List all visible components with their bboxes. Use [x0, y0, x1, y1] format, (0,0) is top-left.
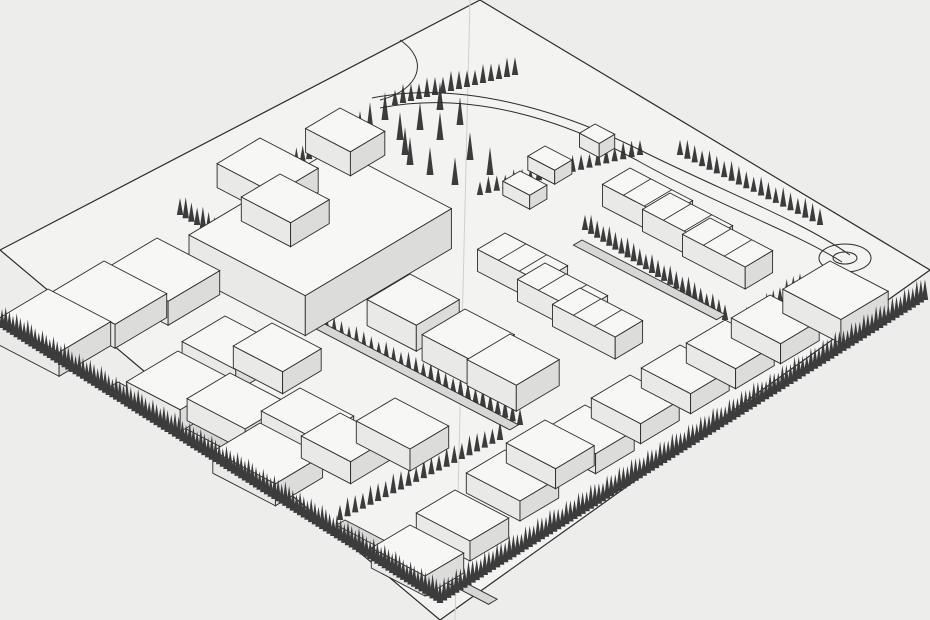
tree-row-south-parking	[336, 420, 504, 520]
tree-row-perimeter-south-east	[436, 279, 929, 603]
access-road-edge-2	[379, 102, 843, 263]
access-road-edge-1	[371, 92, 851, 256]
warehouse-central-2	[232, 322, 323, 395]
warehouse-south-4	[355, 397, 450, 472]
unit-block-4-bays	[623, 178, 672, 207]
tree-row-entry-road	[391, 57, 519, 105]
building-north-west-3	[240, 173, 331, 248]
unit-block-3-bays	[573, 298, 622, 327]
unit-block-5-bays	[663, 203, 712, 232]
tree-row-east-road	[676, 139, 824, 225]
tree-row-perimeter-south-west	[0, 307, 444, 603]
warehouse-east-6	[505, 419, 596, 490]
parking-strip-right	[572, 239, 727, 321]
small-office-2	[501, 170, 548, 210]
building-north-west-2	[304, 107, 386, 177]
warehouse-east-2	[590, 374, 681, 445]
warehouse-east-4	[685, 319, 776, 390]
entry-road	[379, 39, 418, 101]
roundabout-island	[832, 251, 858, 265]
warehouse-east-5	[730, 294, 821, 365]
perimeter-tree-rows	[0, 279, 929, 603]
gatehouse	[578, 123, 616, 159]
unit-block-1-bays	[498, 243, 547, 272]
tree-row-east-parking	[581, 214, 729, 320]
warehouse-south-east-1	[465, 449, 560, 522]
warehouse-far-east	[781, 260, 890, 345]
factory-annex-3	[466, 333, 561, 412]
unit-block-6	[681, 217, 774, 290]
unit-block-6-bays	[703, 228, 752, 257]
small-office-1	[526, 145, 573, 185]
buildings	[0, 107, 890, 597]
